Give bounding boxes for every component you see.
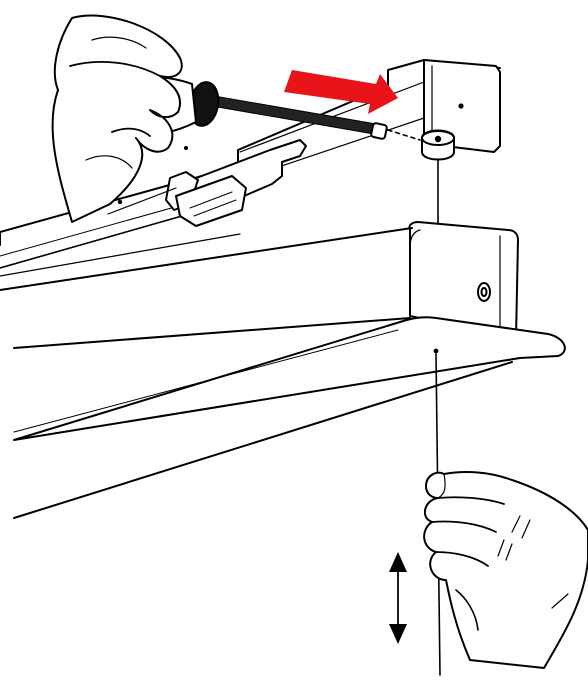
cable-dash [387, 129, 421, 141]
hand-bottom [423, 471, 588, 669]
hand-bottom-crease-2 [521, 519, 531, 539]
hand-top-outline [51, 14, 183, 223]
diffuser-lip [13, 316, 566, 441]
luminaire [0, 221, 566, 519]
clip-rivet-2 [184, 146, 188, 150]
hand-bottom-outline [423, 471, 588, 669]
screw [370, 122, 388, 140]
hand-bottom-finger-2 [431, 520, 497, 533]
clip-rivet [117, 199, 123, 205]
adjust-arrow-up [389, 552, 407, 572]
luminaire-upper-body [0, 227, 413, 291]
luminaire-top-line [0, 233, 241, 277]
red-arrow [284, 70, 398, 114]
hand-bottom-finger-1 [437, 496, 505, 505]
red-arrow-icon [284, 70, 398, 114]
rail-clip [107, 139, 307, 227]
hand-bottom-crease-5 [551, 593, 569, 609]
hand-top-crease-2 [85, 155, 133, 169]
cable-entry-point [433, 348, 439, 354]
hand-bottom-thumb [455, 589, 479, 631]
clip-side [107, 187, 177, 215]
double-headed-vertical-arrow-icon [389, 552, 407, 644]
hand-bottom-crease-4 [505, 543, 513, 561]
hand-bottom-finger-3 [435, 551, 489, 567]
adjust-arrow-down [389, 624, 407, 644]
clip-detail-2 [193, 199, 237, 217]
cable-gripper-hole [434, 135, 442, 143]
hand-bottom-knuckle [437, 473, 446, 499]
end-cap-screw [477, 282, 491, 302]
luminaire-bottom-thin [13, 329, 399, 433]
hand-top [51, 14, 183, 223]
hand-bottom-crease-1 [511, 515, 521, 533]
end-cap-screw-inner [480, 287, 488, 297]
hand-bottom-crease-3 [497, 539, 505, 557]
bracket-hole [458, 103, 464, 109]
hand-top-finger-2 [111, 127, 151, 137]
clip-detail-1 [189, 191, 233, 209]
luminaire-end-cap [408, 221, 519, 339]
clip-lower-flap [175, 175, 247, 227]
rail-inner-line [0, 199, 201, 257]
end-cap-fold [409, 229, 421, 311]
hand-top-finger [69, 61, 161, 77]
luminaire-bottom [13, 361, 513, 519]
hand-top-crease [91, 36, 147, 49]
suspension-cable [387, 129, 455, 231]
luminaire-mid-line [13, 317, 411, 349]
